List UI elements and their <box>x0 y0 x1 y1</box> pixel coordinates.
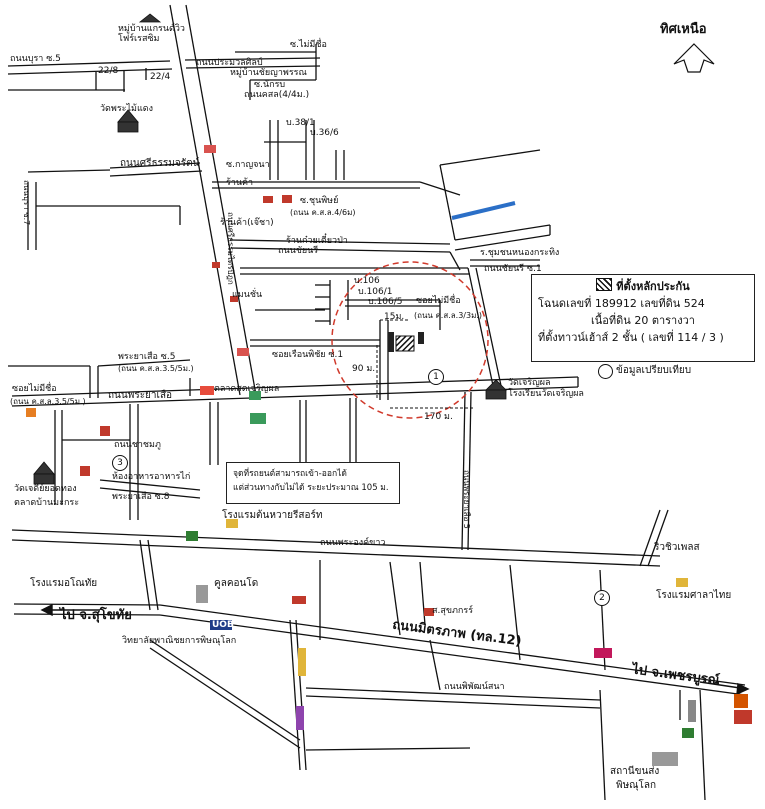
soi-label: ซ.ชุนพิษย์ <box>300 196 339 206</box>
comparable-legend-icon <box>598 364 613 379</box>
radius-circle <box>331 261 489 419</box>
house-number: บ.106/1 <box>358 287 393 297</box>
house-number: 22/8 <box>98 66 119 76</box>
road-network <box>7 4 746 801</box>
arrow-to-sukhothai <box>40 603 100 617</box>
hatch-legend-icon <box>596 278 613 291</box>
road-label: ถนนชาชมภู <box>114 440 161 450</box>
market-label: ตลาดบ้านมะกระ <box>14 498 80 508</box>
road-label: ถนนประมวลศิลป์ <box>196 58 263 68</box>
road-label: ถนนพระองค์ขาว <box>320 538 386 548</box>
collateral-marker[interactable] <box>395 335 415 352</box>
collateral-info-box: ที่ตั้งหลักประกัน โฉนดเลขที่ 189912 เลขท… <box>531 274 755 362</box>
comparable-marker-2[interactable]: 2 <box>594 590 610 606</box>
info-deed: โฉนดเลขที่ 189912 เลขที่ดิน 524 <box>538 297 705 310</box>
temple-icon <box>33 13 507 485</box>
hotel-label: โรงแรมต้นหวายรีสอร์ท <box>222 510 323 521</box>
distance-label: 90 ม. <box>352 364 376 374</box>
north-arrow-icon <box>673 43 715 73</box>
distance-lines <box>376 319 475 409</box>
info-area: เนื้อที่ดิน 20 ตารางวา <box>591 314 695 327</box>
house-number: บ.106/5 <box>368 297 403 307</box>
house-number: บ.36/6 <box>310 128 339 138</box>
road-label: ถนนชัยนรี <box>278 246 319 256</box>
road-label: ถนนบุรา ซ.7 <box>22 180 31 226</box>
house-number: บ.106 <box>354 276 380 286</box>
comparable-marker-1[interactable]: 1 <box>428 369 444 385</box>
road-label: ถนนพระยาเสือ <box>108 390 173 401</box>
station-label: พิษณุโลก <box>616 780 657 791</box>
temple-label: วัดเจริญผล <box>508 378 551 388</box>
place-label: ส.สุขภกรร์ <box>432 606 474 616</box>
landmark-icons <box>26 145 752 766</box>
road-label: ถนนศรีธรรมไตรปิฎก <box>226 212 235 285</box>
building-block <box>418 332 424 344</box>
soi-label: พระยาเสือ ซ.5 <box>118 352 176 362</box>
market-label: ตลาดสดเจริญผล <box>214 384 280 394</box>
soi-label: ซอยเรือนพิชัย ซ.1 <box>272 350 344 360</box>
building-block <box>388 332 394 352</box>
soi-label: ซ.นักรบ <box>254 80 286 90</box>
road-label: ถนนศรีธรรมจรัตน์ <box>120 158 200 169</box>
village-label: หมู่บ้านชัยญาพรรณ <box>230 68 307 78</box>
restaurant-label: ห้องอาหารอาหารไก่ <box>112 472 191 482</box>
road-label: (ถนน ค.ส.ล.3/3ม.) <box>414 311 483 320</box>
soi-label: ซ.ไม่มีชื่อ <box>290 40 327 50</box>
road-label: (ถนน ค.ส.ล.3.5/5ม.) <box>118 364 194 373</box>
shop-label: ร้านค้า <box>226 178 254 188</box>
road-label: ร.ชุมชนหนองกระทิง <box>480 248 560 258</box>
road-label: (ถนน ค.ส.ล.4/6ม) <box>290 208 356 217</box>
shop-label: ร้านก๋วยเตี๋ยวป่า <box>286 236 348 246</box>
soi-label: ซอยไม่มีชื่อ <box>12 384 57 394</box>
note-line: แต่ส่วนทางกับไม่ได้ ระยะประมาณ 105 ม. <box>233 483 389 493</box>
temple-label: วัดเจดีย์ยอดทอง <box>14 484 77 494</box>
direction-label: ไป จ.สุโขทัย <box>60 608 132 623</box>
info-building: ที่ตั้งทาวน์เฮ้าส์ 2 ชั้น ( เลขที่ 114 /… <box>538 331 724 344</box>
house-number: บ.38/1 <box>286 118 315 128</box>
shop-label: ร้านค้า(เจ๊ชา) <box>220 218 274 228</box>
school-label: โรงเรียนวัดเจริญผล <box>508 389 584 399</box>
temple-label: วัดพระไม้แดง <box>100 104 153 114</box>
road-label: ถนนคสล(4/4ม.) <box>244 90 310 100</box>
distance-label: 170 ม. <box>424 412 453 422</box>
legend-text: ข้อมูลเปรียบเทียบ <box>616 365 692 376</box>
road-label: ถนนชัยนรี ซ.1 <box>484 264 542 274</box>
road-label: ถนนพระยาเสือ 5 <box>462 470 471 529</box>
blue-road-segment <box>451 201 516 220</box>
soi-label: พระยาเสือ ซ.8 <box>112 492 170 502</box>
road-label: ถนนบุรา ซ.5 <box>10 54 61 64</box>
hotel-label: โรงแรมอโณทัย <box>30 578 98 589</box>
condo-label: คูลคอนโด <box>214 578 259 589</box>
north-label: ทิศเหนือ <box>660 22 707 37</box>
station-label: สถานีขนส่ง <box>610 766 660 777</box>
village-label: หมู่บ้านแกรนด์วิว <box>118 24 185 34</box>
college-label: วิทยาลัยพาณิชยการพิษณุโลก <box>122 636 237 646</box>
place-label: ริวชิวเพลส <box>654 542 700 553</box>
place-label: แมนชั่น <box>232 290 263 300</box>
access-note-box: จุดที่รถยนต์สามารถเข้า-ออกได้ แต่ส่วนทาง… <box>226 462 400 504</box>
info-title: ที่ตั้งหลักประกัน <box>616 280 690 293</box>
hotel-label: โรงแรมศาลาไทย <box>656 590 732 601</box>
arrow-to-phetchabun <box>699 681 750 696</box>
uob-label: UOB <box>212 620 234 630</box>
distance-label: 15ม. <box>384 312 405 322</box>
road-label: ถนนพิพัฒน์สนา <box>444 682 505 692</box>
comparable-marker-3[interactable]: 3 <box>112 455 128 471</box>
soi-label: ซอยไม่มีชื่อ <box>416 296 461 306</box>
road-label: (ถนน ค.ส.ล.3.5/5ม.) <box>10 397 86 406</box>
soi-label: ซ.กาญจนา <box>226 160 270 170</box>
house-number: 22/4 <box>150 72 171 82</box>
village-label: โฟร์เรสซิม <box>118 34 160 44</box>
note-line: จุดที่รถยนต์สามารถเข้า-ออกได้ <box>233 469 347 479</box>
